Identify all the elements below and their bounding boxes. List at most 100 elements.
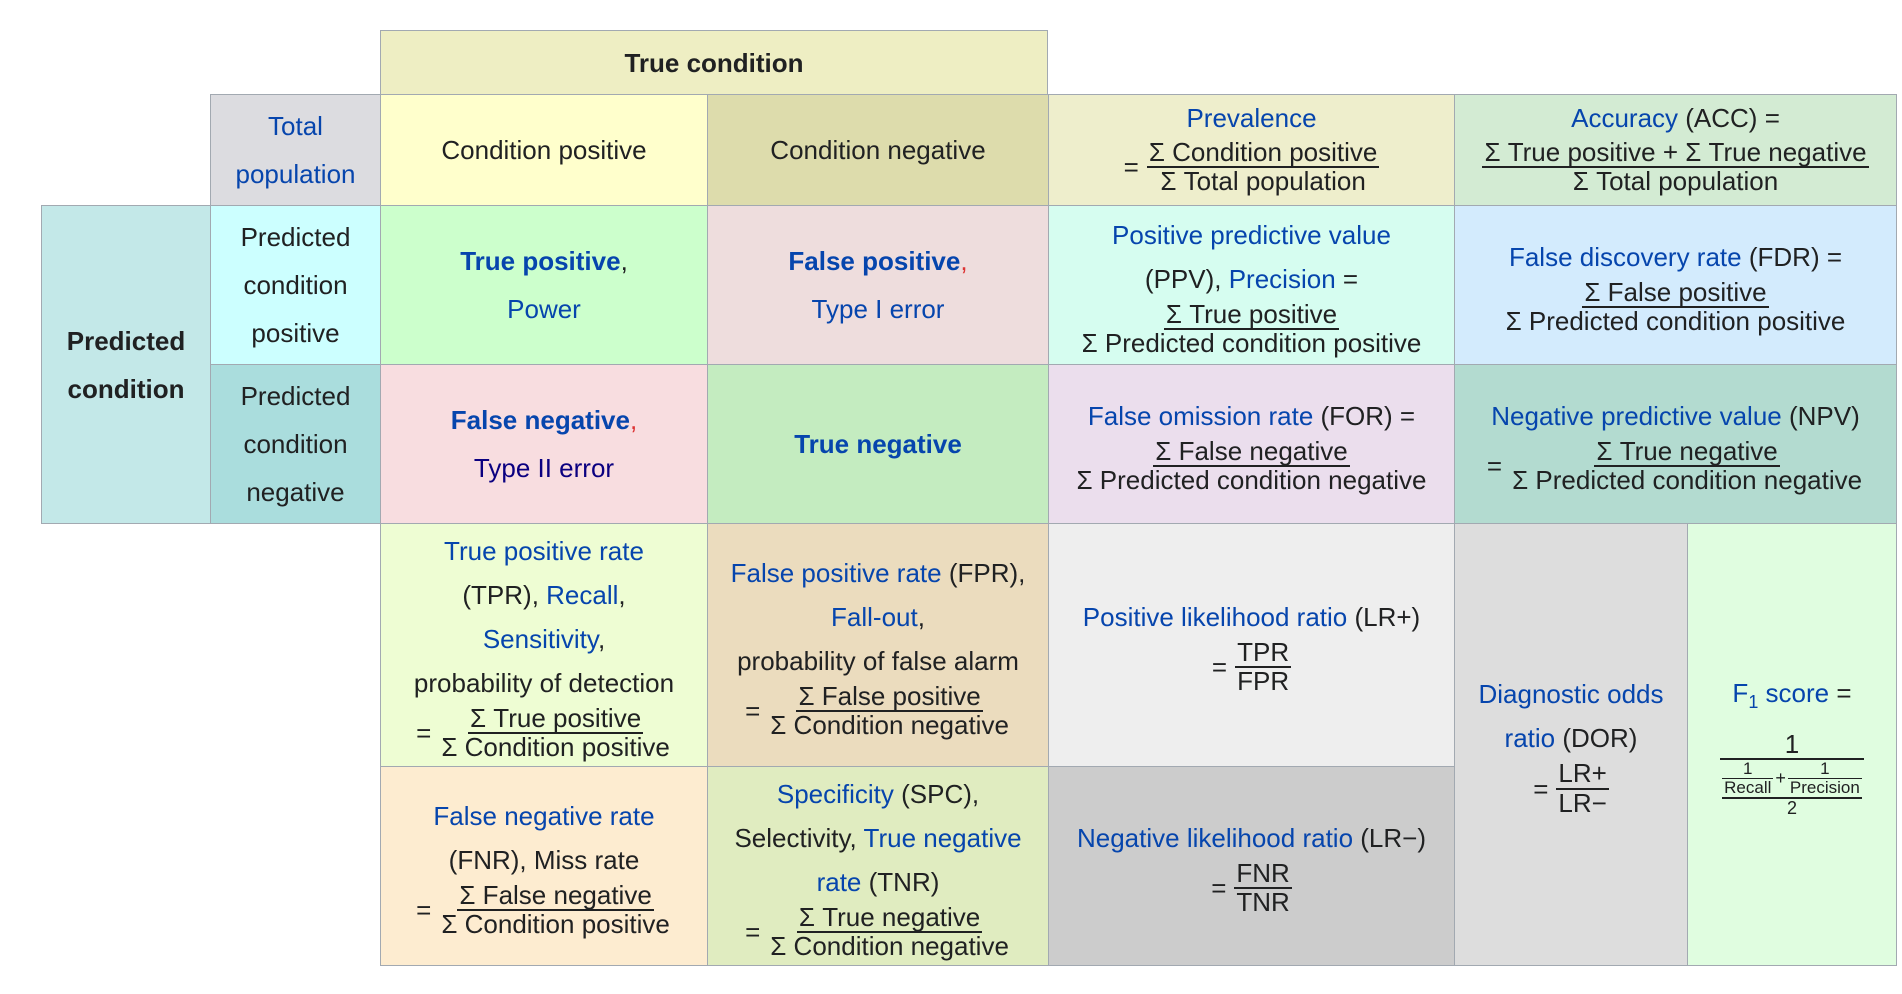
numerator: 1 [1722, 760, 1774, 779]
true-condition-header: True condition [380, 30, 1048, 95]
fnr-cell: False negative rate (FNR), Miss rate = Σ… [380, 766, 708, 966]
ppv-cell: Positive predictive value (PPV), Precisi… [1048, 205, 1455, 365]
dor-link[interactable]: Diagnostic odds [1478, 679, 1664, 710]
denominator: Σ Condition negative [770, 931, 1009, 961]
text-line: Predicted [240, 381, 351, 411]
condition-negative-cell: Condition negative [707, 94, 1049, 206]
numerator: 1 [1720, 730, 1864, 760]
prevalence-link[interactable]: Prevalence [1186, 103, 1317, 134]
predicted-negative-cell: Predicted condition negative [210, 364, 381, 524]
lr-positive-abbr: (LR+) [1347, 601, 1421, 632]
text-line: condition [243, 270, 348, 300]
denominator: Σ Condition negative [770, 710, 1009, 740]
text-line: Predicted [240, 222, 351, 252]
fdr-link[interactable]: False discovery rate [1508, 241, 1742, 272]
type-ii-error-link[interactable]: Type II error [473, 453, 615, 483]
denominator: Σ Predicted condition positive [1505, 306, 1846, 336]
lr-positive-link[interactable]: Positive likelihood ratio [1082, 601, 1348, 632]
for-link[interactable]: False omission rate [1087, 400, 1314, 431]
tpr-cell: True positive rate (TPR), Recall, Sensit… [380, 523, 708, 767]
precision-link[interactable]: Precision [1228, 263, 1336, 294]
denominator: 2 [1786, 797, 1797, 818]
spc-abbr: (SPC), [893, 778, 980, 809]
condition-negative-label: Condition negative [770, 135, 986, 165]
ppv-link[interactable]: Positive predictive value [1112, 219, 1391, 250]
fpr-cell: False positive rate (FPR), Fall-out, pro… [707, 523, 1049, 767]
numerator: Σ True positive + Σ True negative [1482, 137, 1869, 169]
equals-sign: = [745, 917, 761, 947]
text-line: positive [251, 318, 340, 348]
false-positive-link[interactable]: False positive [788, 246, 961, 276]
numerator: Σ Condition positive [1146, 137, 1380, 169]
dor-link-2[interactable]: ratio [1504, 723, 1556, 754]
equals-sign: = [1486, 451, 1503, 481]
true-positive-link[interactable]: True positive [460, 246, 621, 276]
sensitivity-link[interactable]: Sensitivity [482, 623, 598, 654]
numerator: Σ True positive [1163, 298, 1340, 330]
dor-fraction: LR+LR− [1556, 758, 1609, 817]
denominator: Σ Total population [1160, 166, 1366, 197]
recall-link[interactable]: Recall [546, 579, 619, 610]
numerator: 1 [1787, 760, 1862, 779]
total-population-line2[interactable]: population [235, 159, 356, 189]
text-line: condition [243, 429, 348, 459]
tnr-link-2[interactable]: rate [816, 866, 862, 897]
dor-cell: Diagnostic odds ratio (DOR) = LR+LR− [1454, 523, 1688, 966]
denominator: Precision [1789, 777, 1860, 797]
equals-sign: = [1211, 652, 1228, 682]
numerator: LR+ [1556, 758, 1609, 790]
accuracy-cell: Accuracy (ACC) = Σ True positive + Σ Tru… [1454, 94, 1897, 206]
f1-letter: F [1732, 678, 1749, 709]
fnr-link[interactable]: False negative rate [433, 800, 655, 831]
total-population-line1[interactable]: Total [268, 111, 323, 141]
specificity-link[interactable]: Specificity [776, 778, 894, 809]
npv-link[interactable]: Negative predictive value [1491, 400, 1782, 431]
false-negative-cell: False negative, Type II error [380, 364, 708, 524]
predicted-condition-header: Predicted condition [41, 205, 211, 524]
power-link[interactable]: Power [507, 294, 581, 324]
false-negative-link[interactable]: False negative [450, 405, 630, 435]
denominator: FPR [1237, 666, 1290, 696]
selectivity-text: Selectivity, [734, 822, 864, 853]
true-condition-label: True condition [624, 47, 804, 78]
spc-cell: Specificity (SPC), Selectivity, True neg… [707, 766, 1049, 966]
denominator: Σ Predicted condition negative [1512, 465, 1863, 495]
tpr-link[interactable]: True positive rate [444, 535, 644, 566]
type-i-error-link[interactable]: Type I error [811, 294, 945, 324]
text-line: negative [246, 477, 345, 507]
total-population-cell: Total population [210, 94, 381, 206]
fpr-link[interactable]: False positive rate [730, 557, 942, 588]
f1-link[interactable]: F1 score [1732, 678, 1829, 712]
fall-out-link[interactable]: Fall-out [831, 601, 918, 632]
accuracy-link[interactable]: Accuracy [1571, 103, 1679, 134]
comma: , [618, 579, 626, 610]
lr-negative-link[interactable]: Negative likelihood ratio [1076, 822, 1354, 853]
predicted-condition-line1: Predicted [66, 325, 186, 356]
true-negative-link[interactable]: True negative [794, 429, 962, 459]
equals-sign: = [745, 696, 761, 726]
dor-abbr: (DOR) [1555, 723, 1638, 754]
denominator: Recall [1724, 777, 1772, 797]
numerator: Σ True positive [468, 702, 644, 734]
condition-positive-cell: Condition positive [380, 94, 708, 206]
for-abbr: (FOR) = [1313, 400, 1416, 431]
comma: , [597, 623, 606, 654]
equals-sign: = [1335, 263, 1359, 294]
denominator: Σ Condition positive [441, 732, 670, 762]
fnr-abbr: (FNR), Miss rate [448, 844, 640, 875]
tnr-link[interactable]: True negative [863, 822, 1022, 853]
ppv-abbr: (PPV), [1144, 263, 1229, 294]
